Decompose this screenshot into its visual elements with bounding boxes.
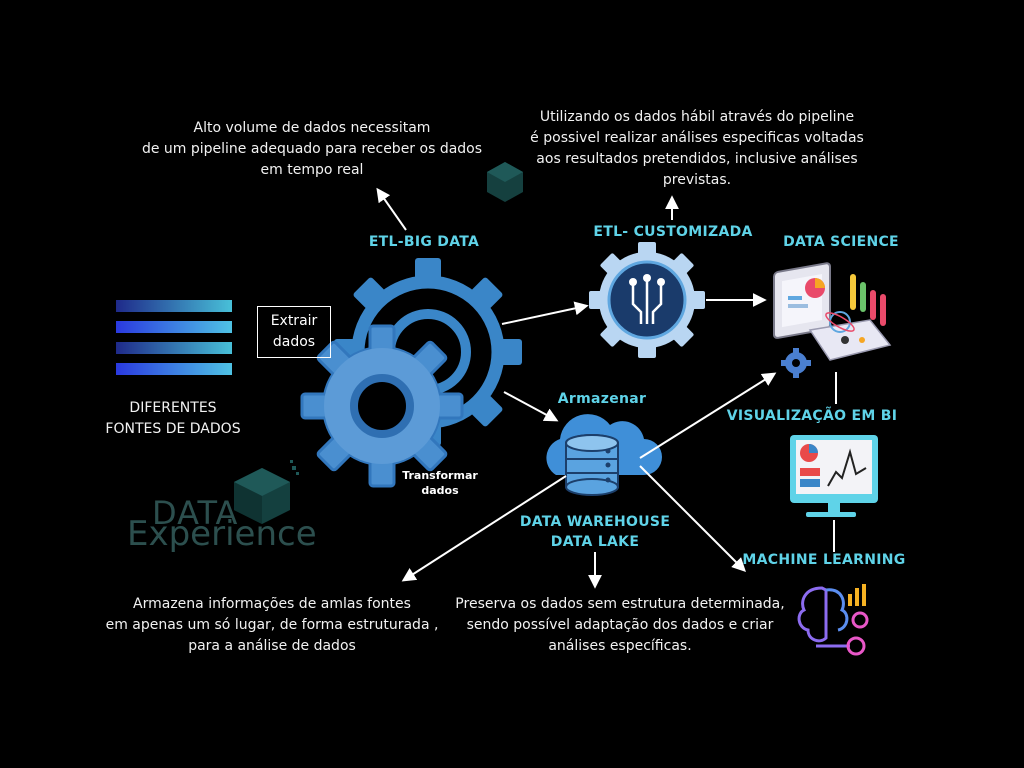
arrow-to-etl-custom <box>501 301 589 325</box>
armazenar-label: Armazenar <box>557 391 647 407</box>
cube-logo-icon <box>487 162 523 202</box>
data-science-icon <box>773 262 892 361</box>
arrow-to-bi <box>639 372 777 459</box>
transform-label: Transformar dados <box>402 469 478 497</box>
bi-dashboard-icon <box>790 435 878 517</box>
arrow-to-warehouse-note <box>401 475 567 582</box>
database-cloud-icon <box>546 414 662 496</box>
data-science-label: DATA SCIENCE <box>783 234 899 250</box>
data-sources-icon <box>116 300 232 375</box>
warehouse-note: Armazena informações de amlas fontes em … <box>105 596 439 654</box>
brand-data-text: DATA <box>152 494 239 532</box>
etl-big-data-label: ETL-BIG DATA <box>368 234 480 250</box>
data-warehouse-lake-label: DATA WAREHOUSE DATA LAKE <box>519 514 671 550</box>
etl-custom-label: ETL- CUSTOMIZADA <box>593 224 753 240</box>
circuit-gear-icon <box>589 242 705 358</box>
data-experience-logo-icon <box>234 460 299 524</box>
lake-note: Preserva os dados sem estrutura determin… <box>455 596 785 654</box>
small-gear-icon <box>781 348 811 378</box>
sources-label: DIFERENTES FONTES DE DADOS <box>105 400 241 437</box>
extract-data-box: Extrair dados <box>257 306 331 358</box>
big-data-note: Alto volume de dados necessitam de um pi… <box>141 120 483 178</box>
machine-learning-label: MACHINE LEARNING <box>742 552 906 568</box>
arrow-to-big-data-note <box>376 187 407 231</box>
brand-experience-text: Experience <box>127 514 317 554</box>
custom-etl-note: Utilizando os dados hábil através do pip… <box>530 109 864 188</box>
arrow-to-warehouse <box>503 391 559 422</box>
flow-arrows <box>376 187 837 589</box>
arrow-to-ml <box>639 465 746 572</box>
machine-learning-icon <box>797 584 869 656</box>
visualizacao-bi-label: VISUALIZAÇÃO EM BI <box>726 408 898 424</box>
transform-gears-icon <box>300 258 522 488</box>
